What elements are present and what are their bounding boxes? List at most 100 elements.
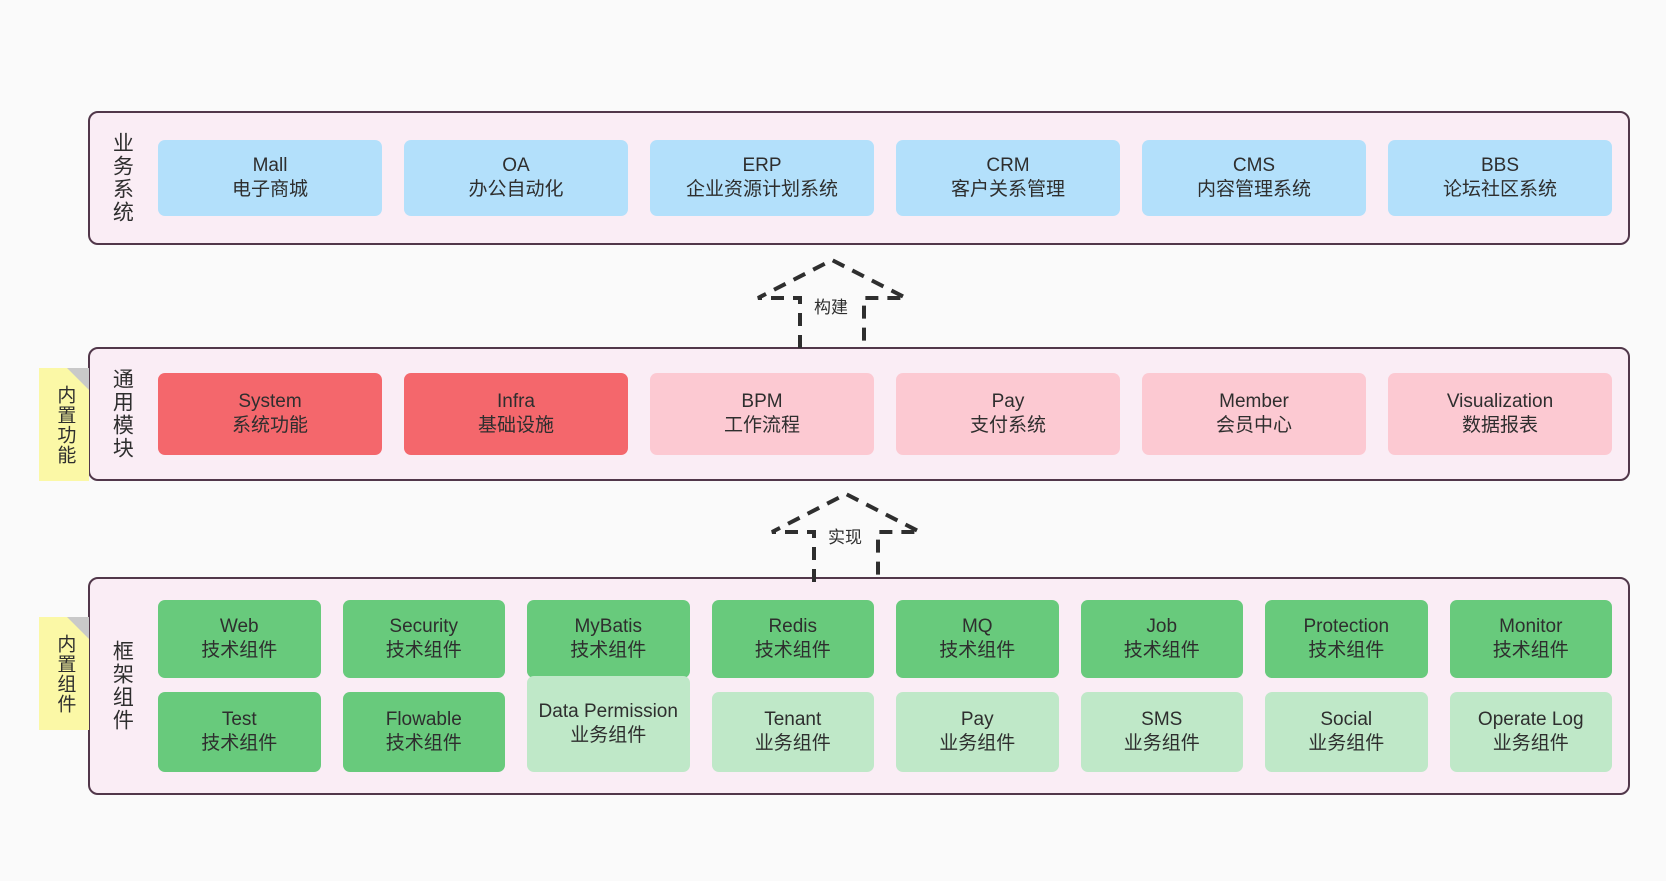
node-title: Social: [1320, 708, 1373, 730]
sticky-note-label: 内置功能: [54, 384, 76, 465]
node-subtitle: 技术组件: [385, 640, 462, 661]
node-protection[interactable]: Protection 技术组件: [1265, 600, 1428, 678]
arrow-label-implement: 实现: [828, 528, 862, 547]
layer-framework-components: 框架组件 Web 技术组件 Security 技术组件 MyBatis 技术组件…: [88, 577, 1630, 795]
layer-row: Test 技术组件 Flowable 技术组件 Data Permission …: [158, 676, 1612, 772]
node-subtitle: 内容管理系统: [1196, 179, 1311, 200]
node-title: Data Permission: [538, 700, 678, 722]
layer-row: Web 技术组件 Security 技术组件 MyBatis 技术组件 Redi…: [158, 600, 1612, 678]
node-operate-log[interactable]: Operate Log 业务组件: [1449, 692, 1612, 772]
node-visualization[interactable]: Visualization 数据报表: [1388, 373, 1612, 455]
node-title: Tenant: [764, 708, 822, 730]
node-tenant[interactable]: Tenant 业务组件: [711, 692, 874, 772]
node-subtitle: 业务组件: [939, 733, 1016, 754]
node-infra[interactable]: Infra 基础设施: [404, 373, 628, 455]
arrow-build: [757, 258, 907, 348]
node-subtitle: 技术组件: [939, 640, 1016, 661]
node-mq[interactable]: MQ 技术组件: [896, 600, 1059, 678]
node-title: Pay: [991, 390, 1025, 412]
node-title: Pay: [960, 708, 994, 730]
node-social[interactable]: Social 业务组件: [1265, 692, 1428, 772]
node-subtitle: 业务组件: [1308, 733, 1385, 754]
node-title: Test: [221, 708, 257, 730]
node-subtitle: 工作流程: [723, 415, 800, 436]
node-subtitle: 业务组件: [1123, 733, 1200, 754]
node-monitor[interactable]: Monitor 技术组件: [1449, 600, 1612, 678]
node-mall[interactable]: Mall 电子商城: [158, 140, 382, 216]
node-subtitle: 技术组件: [201, 733, 278, 754]
node-subtitle: 技术组件: [570, 640, 647, 661]
node-title: Flowable: [385, 708, 462, 730]
node-job[interactable]: Job 技术组件: [1080, 600, 1243, 678]
node-title: Mall: [252, 154, 288, 176]
node-subtitle: 业务组件: [570, 725, 647, 746]
layer-general-modules: 通用模块 System 系统功能 Infra 基础设施 BPM 工作流程 Pay…: [88, 347, 1630, 481]
node-crm[interactable]: CRM 客户关系管理: [896, 140, 1120, 216]
node-subtitle: 支付系统: [969, 415, 1046, 436]
node-title: Protection: [1303, 615, 1390, 637]
node-test[interactable]: Test 技术组件: [158, 692, 321, 772]
node-title: OA: [502, 154, 530, 176]
node-title: Member: [1219, 390, 1289, 412]
node-subtitle: 技术组件: [201, 640, 278, 661]
node-subtitle: 数据报表: [1461, 415, 1538, 436]
layer-body-business: Mall 电子商城 OA 办公自动化 ERP 企业资源计划系统 CRM 客户关系…: [140, 113, 1628, 243]
node-system[interactable]: System 系统功能: [158, 373, 382, 455]
node-title: Operate Log: [1477, 708, 1584, 730]
layer-title-business: 业务系统: [110, 132, 134, 224]
node-subtitle: 技术组件: [385, 733, 462, 754]
node-subtitle: 系统功能: [231, 415, 308, 436]
node-data-permission[interactable]: Data Permission 业务组件: [527, 676, 690, 772]
layer-body-framework: Web 技术组件 Security 技术组件 MyBatis 技术组件 Redi…: [140, 579, 1628, 793]
node-title: Infra: [496, 390, 536, 412]
node-title: Job: [1146, 615, 1178, 637]
node-title: System: [238, 390, 302, 412]
node-title: ERP: [742, 154, 782, 176]
node-subtitle: 技术组件: [1123, 640, 1200, 661]
layer-title-framework: 框架组件: [110, 640, 134, 732]
fold-corner-icon: [67, 617, 89, 639]
node-redis[interactable]: Redis 技术组件: [711, 600, 874, 678]
node-title: Redis: [768, 615, 818, 637]
node-pay-business[interactable]: Pay 业务组件: [896, 692, 1059, 772]
node-subtitle: 会员中心: [1215, 415, 1292, 436]
node-oa[interactable]: OA 办公自动化: [404, 140, 628, 216]
arrow-label-build: 构建: [814, 298, 848, 317]
node-erp[interactable]: ERP 企业资源计划系统: [650, 140, 874, 216]
node-subtitle: 技术组件: [1308, 640, 1385, 661]
node-title: Visualization: [1446, 390, 1554, 412]
node-subtitle: 技术组件: [1492, 640, 1569, 661]
layer-body-modules: System 系统功能 Infra 基础设施 BPM 工作流程 Pay 支付系统…: [140, 349, 1628, 479]
node-title: Monitor: [1499, 615, 1563, 637]
node-subtitle: 办公自动化: [468, 179, 564, 200]
node-subtitle: 业务组件: [754, 733, 831, 754]
node-mybatis[interactable]: MyBatis 技术组件: [527, 600, 690, 678]
node-sms[interactable]: SMS 业务组件: [1080, 692, 1243, 772]
node-title: BPM: [741, 390, 783, 412]
node-title: MQ: [961, 615, 993, 637]
node-subtitle: 业务组件: [1492, 733, 1569, 754]
node-subtitle: 技术组件: [754, 640, 831, 661]
node-title: SMS: [1141, 708, 1183, 730]
node-subtitle: 电子商城: [231, 179, 308, 200]
sticky-note-label: 内置组件: [54, 633, 76, 714]
layer-row: Mall 电子商城 OA 办公自动化 ERP 企业资源计划系统 CRM 客户关系…: [158, 140, 1612, 216]
node-title: Security: [389, 615, 459, 637]
node-cms[interactable]: CMS 内容管理系统: [1142, 140, 1366, 216]
node-subtitle: 客户关系管理: [950, 179, 1065, 200]
node-pay[interactable]: Pay 支付系统: [896, 373, 1120, 455]
node-title: CRM: [986, 154, 1030, 176]
node-member[interactable]: Member 会员中心: [1142, 373, 1366, 455]
node-flowable[interactable]: Flowable 技术组件: [342, 692, 505, 772]
sticky-note-builtin-features[interactable]: 内置功能: [39, 368, 89, 481]
node-title: CMS: [1232, 154, 1276, 176]
node-subtitle: 企业资源计划系统: [685, 179, 838, 200]
node-title: BBS: [1480, 154, 1520, 176]
arrow-implement: [771, 492, 921, 582]
node-bbs[interactable]: BBS 论坛社区系统: [1388, 140, 1612, 216]
node-web[interactable]: Web 技术组件: [158, 600, 321, 678]
node-bpm[interactable]: BPM 工作流程: [650, 373, 874, 455]
node-security[interactable]: Security 技术组件: [342, 600, 505, 678]
sticky-note-builtin-components[interactable]: 内置组件: [39, 617, 89, 730]
